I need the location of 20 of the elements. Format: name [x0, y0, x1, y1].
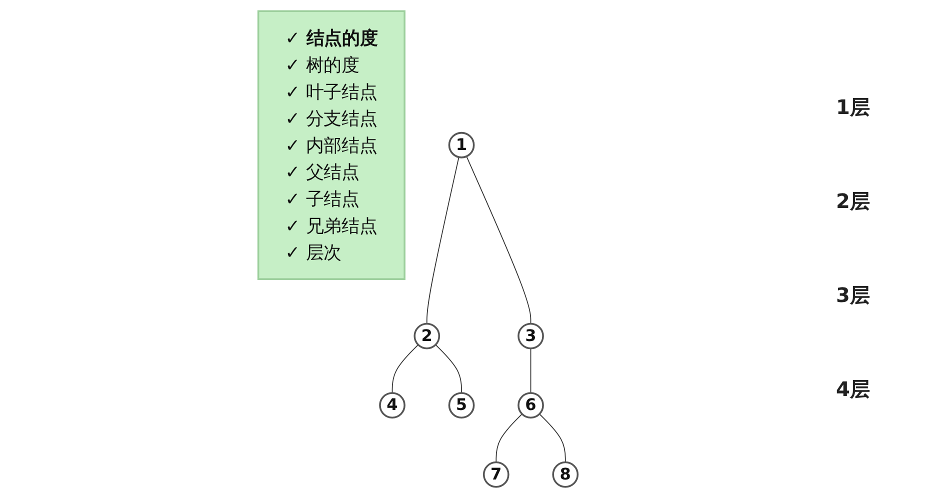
node-box: ✓ 结点的度 ✓ 树的度 ✓ 叶子结点 ✓ 分支结点 ✓ 内部结点 ✓ 父结点 ✓ 子结点 ✓ 兄弟结点 ✓ 层次 [257, 10, 406, 280]
connector [392, 344, 419, 393]
node-circle: 5 [448, 392, 475, 418]
level-label: 4层 [836, 376, 871, 404]
connector [426, 156, 460, 324]
connector [435, 344, 462, 393]
level-label: 3层 [836, 282, 871, 310]
node-circle: 2 [414, 322, 440, 349]
connector [530, 347, 532, 393]
connector [496, 413, 523, 462]
connector [539, 413, 566, 462]
level-label: 1层 [836, 94, 871, 121]
node-circle: 3 [518, 322, 544, 349]
node-circle: 1 [448, 131, 475, 158]
level-label: 2层 [836, 188, 871, 215]
connector [466, 155, 532, 324]
node-circle: 8 [552, 460, 579, 488]
node-circle: 7 [482, 460, 510, 488]
node-circle: 6 [518, 392, 544, 418]
node-circle: 4 [379, 392, 406, 418]
